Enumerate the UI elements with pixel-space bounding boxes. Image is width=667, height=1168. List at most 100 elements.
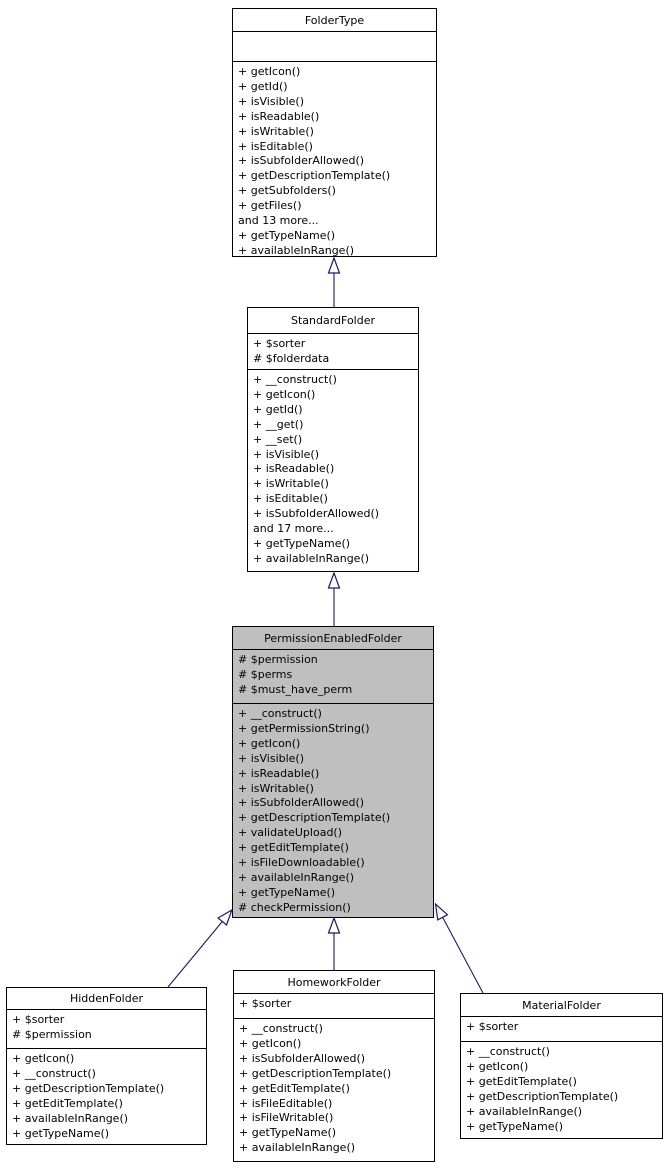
member-row: + isWritable() <box>238 124 314 138</box>
class-attributes: + $sorter <box>461 1016 662 1041</box>
member-row: + isWritable() <box>253 477 329 491</box>
class-title: StandardFolder <box>248 308 418 333</box>
member-row: + isReadable() <box>238 766 320 780</box>
class-attributes: + $sorter# $folderdata <box>248 333 418 369</box>
member-row: + getIcon() <box>238 736 301 750</box>
member-row: + getDescriptionTemplate() <box>238 169 391 183</box>
class-name: FolderType <box>304 13 365 27</box>
member-row: # $perms <box>238 667 293 681</box>
member-row: + __construct() <box>253 373 337 386</box>
class-methods: + __construct()+ getIcon()+ getId()+ __g… <box>248 369 418 571</box>
member-row: + isEditable() <box>238 139 313 153</box>
member-row: + $sorter <box>12 1013 65 1026</box>
member-row: # checkPermission() <box>238 900 351 914</box>
class-methods: + getIcon()+ __construct()+ getDescripti… <box>7 1048 206 1144</box>
member-row: + isVisible() <box>253 447 320 461</box>
member-row: + getDescriptionTemplate() <box>466 1089 619 1103</box>
member-row: + validateUpload() <box>238 826 343 840</box>
member-row: + __set() <box>253 432 303 446</box>
member-row: + getIcon() <box>253 387 316 401</box>
member-row: + __construct() <box>239 1022 323 1035</box>
class-title: HomeworkFolder <box>234 971 434 993</box>
class-name: MaterialFolder <box>522 998 601 1012</box>
member-row: and 17 more... <box>253 522 334 536</box>
member-row: + $sorter <box>239 997 292 1010</box>
member-row: + isFileWritable() <box>239 1111 334 1125</box>
member-row: + isSubfolderAllowed() <box>238 796 365 810</box>
class-attributes: # $permission# $perms# $must_have_perm <box>233 649 433 703</box>
member-row: + getIcon() <box>238 65 301 78</box>
member-row: + __construct() <box>466 1045 550 1058</box>
member-row: + $sorter <box>466 1020 519 1033</box>
member-row: + getPermissionString() <box>238 721 370 735</box>
member-row: + getIcon() <box>239 1036 302 1050</box>
member-row: # $folderdata <box>253 351 330 365</box>
member-row: + __get() <box>253 417 304 431</box>
class-title: FolderType <box>233 9 436 31</box>
member-row: # $permission <box>12 1027 92 1041</box>
member-row: + availableInRange() <box>238 243 355 256</box>
member-row: + isSubfolderAllowed() <box>238 154 365 168</box>
member-row: + getTypeName() <box>238 228 336 242</box>
member-row: + getEditTemplate() <box>239 1081 350 1095</box>
class-methods: + __construct()+ getIcon()+ isSubfolderA… <box>234 1018 434 1161</box>
class-title: MaterialFolder <box>461 994 662 1016</box>
member-row: + getId() <box>238 79 288 93</box>
class-methods: + __construct()+ getIcon()+ getEditTempl… <box>461 1041 662 1138</box>
member-row: + getDescriptionTemplate() <box>12 1081 165 1095</box>
member-row: + getTypeName() <box>238 885 336 899</box>
member-row: and 13 more... <box>238 214 319 228</box>
class-name: StandardFolder <box>290 314 376 327</box>
edge-materialfolder-to-permissionenabledfolder <box>443 917 484 994</box>
member-row: + getTypeName() <box>12 1126 110 1140</box>
member-row: + isVisible() <box>238 94 305 108</box>
member-row: + getTypeName() <box>466 1119 564 1133</box>
member-row: + isSubfolderAllowed() <box>253 507 380 521</box>
class-name: PermissionEnabledFolder <box>264 631 402 645</box>
member-row: + getEditTemplate() <box>12 1096 123 1110</box>
class-node-materialfolder[interactable]: MaterialFolder + $sorter + __construct()… <box>460 993 663 1139</box>
member-row: + isEditable() <box>253 492 328 506</box>
member-row: + isFileEditable() <box>239 1096 333 1110</box>
member-row: + availableInRange() <box>466 1104 583 1118</box>
member-row: + availableInRange() <box>253 551 370 565</box>
member-row: + isFileDownloadable() <box>238 856 365 870</box>
member-row: + availableInRange() <box>12 1111 129 1125</box>
class-node-hiddenfolder[interactable]: HiddenFolder + $sorter# $permission + ge… <box>6 987 207 1145</box>
member-row: + getTypeName() <box>253 536 351 550</box>
member-row: + availableInRange() <box>238 870 355 884</box>
member-row: + __construct() <box>238 707 322 720</box>
class-methods: + __construct()+ getPermissionString()+ … <box>233 703 433 917</box>
member-row: + __construct() <box>12 1066 96 1080</box>
member-row: + isSubfolderAllowed() <box>239 1051 366 1065</box>
member-row: + isReadable() <box>238 109 320 123</box>
class-title: PermissionEnabledFolder <box>233 627 433 649</box>
class-node-standardfolder[interactable]: StandardFolder + $sorter# $folderdata + … <box>247 307 419 572</box>
member-row: + $sorter <box>253 337 306 350</box>
member-row: + getDescriptionTemplate() <box>238 811 391 825</box>
member-row: + isVisible() <box>238 751 305 765</box>
class-node-homeworkfolder[interactable]: HomeworkFolder + $sorter + __construct()… <box>233 970 435 1162</box>
member-row: + getFiles() <box>238 199 302 213</box>
class-name: HomeworkFolder <box>287 975 381 989</box>
member-row: + getEditTemplate() <box>466 1074 577 1088</box>
member-row: + getId() <box>253 402 303 416</box>
member-row: + getSubfolders() <box>238 184 336 198</box>
member-row: + getIcon() <box>12 1052 75 1065</box>
member-row: # $permission <box>238 653 318 666</box>
member-row: + isWritable() <box>238 781 314 795</box>
class-title: HiddenFolder <box>7 988 206 1009</box>
class-name: HiddenFolder <box>69 992 144 1005</box>
class-methods: + getIcon()+ getId()+ isVisible()+ isRea… <box>233 61 436 256</box>
class-node-permissionenabledfolder[interactable]: PermissionEnabledFolder # $permission# $… <box>232 626 434 918</box>
class-attributes: + $sorter <box>234 993 434 1018</box>
edge-hiddenfolder-to-permissionenabledfolder <box>167 922 222 988</box>
member-row: + getTypeName() <box>239 1126 337 1140</box>
member-row: + getDescriptionTemplate() <box>239 1066 392 1080</box>
member-row: + getEditTemplate() <box>238 841 349 855</box>
class-node-foldertype[interactable]: FolderType + getIcon()+ getId()+ isVisib… <box>232 8 437 257</box>
member-row: + availableInRange() <box>239 1141 356 1155</box>
class-attributes: + $sorter# $permission <box>7 1009 206 1048</box>
member-row: + getIcon() <box>466 1059 529 1073</box>
